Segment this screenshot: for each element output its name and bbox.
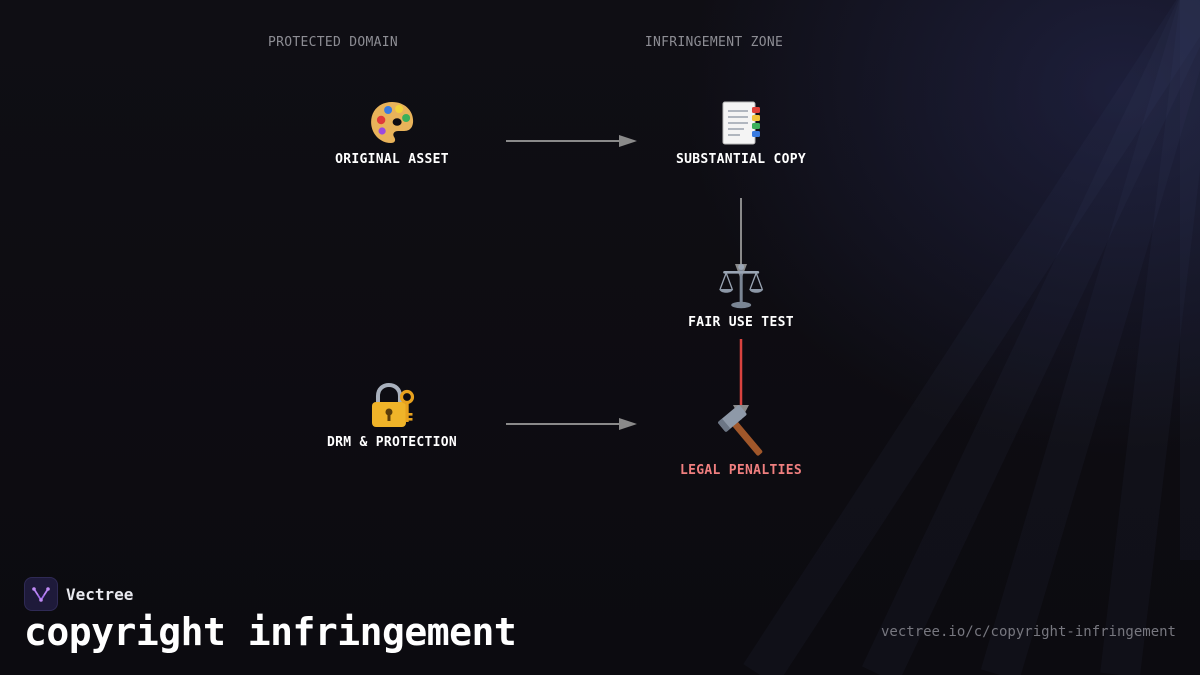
zone-label-protected-domain: PROTECTED DOMAIN xyxy=(267,35,399,50)
node-legal-penalties[interactable]: LEGAL PENALTIES xyxy=(680,403,802,478)
lock-with-key-icon xyxy=(372,382,415,427)
page-url[interactable]: vectree.io/c/copyright-infringement xyxy=(880,624,1176,640)
brand[interactable]: Vectree xyxy=(24,577,133,611)
node-label: DRM & PROTECTION xyxy=(326,435,458,450)
vectree-logo-icon xyxy=(24,577,58,611)
node-original-asset[interactable]: ORIGINAL ASSET xyxy=(335,98,449,167)
palette-icon xyxy=(371,102,413,143)
node-label: FAIR USE TEST xyxy=(688,315,794,330)
node-label: LEGAL PENALTIES xyxy=(680,463,802,478)
brand-name: Vectree xyxy=(66,584,134,604)
node-label: SUBSTANTIAL COPY xyxy=(675,152,807,167)
node-label: ORIGINAL ASSET xyxy=(335,152,449,167)
balance-scale-icon xyxy=(719,264,763,309)
zone-label-infringement-zone: INFRINGEMENT ZONE xyxy=(644,35,784,50)
node-drm-protection[interactable]: DRM & PROTECTION xyxy=(327,381,457,450)
bookmark-tabs-icon xyxy=(722,101,760,145)
node-fair-use-test[interactable]: FAIR USE TEST xyxy=(688,261,794,330)
arrowhead-original-to-copy xyxy=(619,135,637,147)
page-title: copyright infringement xyxy=(24,610,517,654)
arrowhead-drm-to-penalties xyxy=(619,418,637,430)
hammer-icon xyxy=(718,405,763,456)
node-substantial-copy[interactable]: SUBSTANTIAL COPY xyxy=(676,98,806,167)
